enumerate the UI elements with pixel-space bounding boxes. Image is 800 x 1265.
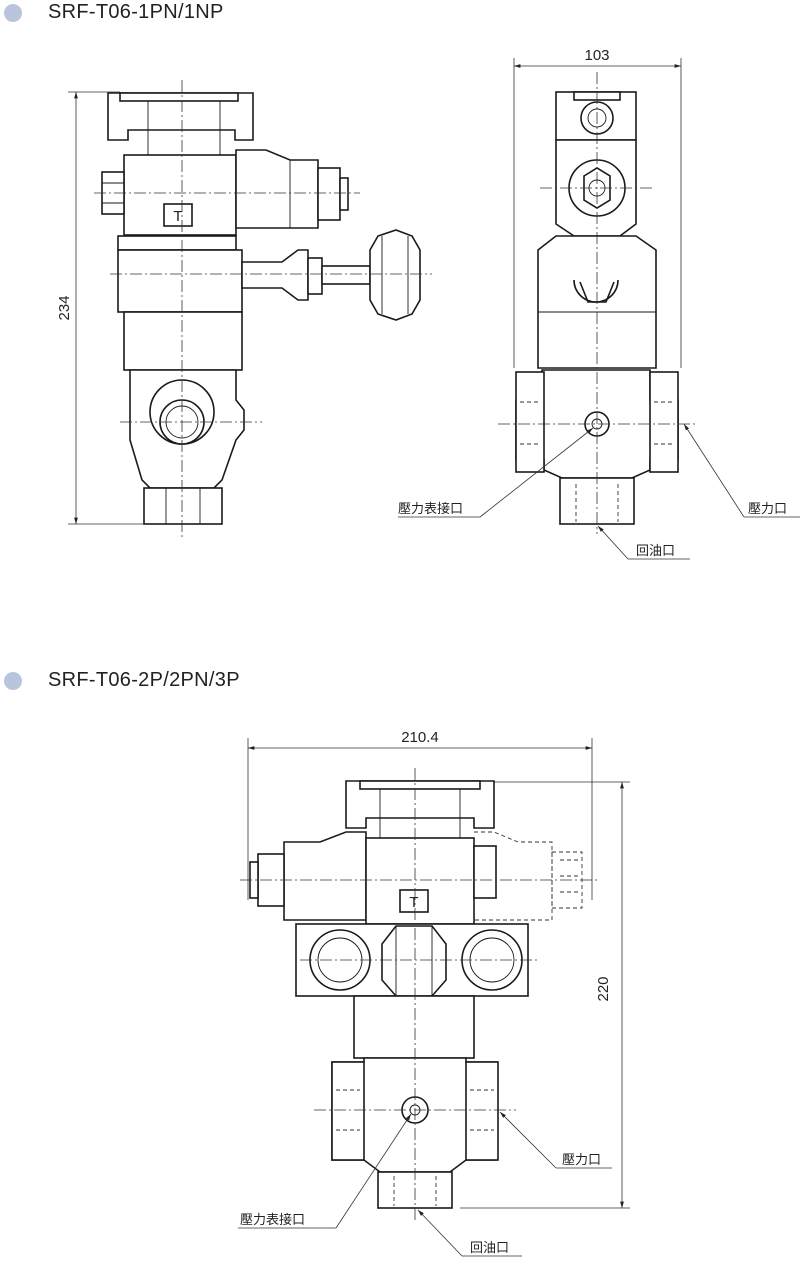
section-header-2: SRF-T06-2P/2PN/3P: [0, 669, 240, 692]
label-return-port-2: 回油口: [470, 1241, 509, 1256]
dimension-103: 103: [584, 47, 609, 64]
dimension-234: 234: [56, 295, 73, 320]
bottom-fitting: [143, 487, 223, 525]
section-title-2: SRF-T06-2P/2PN/3P: [48, 669, 240, 691]
bullet-icon: [4, 671, 22, 690]
diagram1-side-view: 234 T: [56, 80, 432, 540]
label-pressure-port: 壓力口: [748, 502, 787, 517]
label-gauge-port-2: 壓力表接口: [240, 1212, 305, 1228]
top-bracket-2: [345, 780, 495, 829]
solenoid-mark: T: [173, 208, 182, 225]
solenoid-mark-box: [163, 203, 193, 227]
dimension-220: 220: [595, 976, 612, 1001]
bullet-icon: [4, 3, 22, 22]
label-return-port: 回油口: [636, 544, 675, 559]
dimension-210-4: 210.4: [401, 729, 439, 746]
diagram2-view: 210.4 220 T: [238, 729, 630, 1257]
top-bracket: [107, 92, 254, 141]
section-header-1: SRF-T06-1PN/1NP: [0, 1, 224, 24]
section-title-1: SRF-T06-1PN/1NP: [48, 1, 224, 23]
valve-body: [117, 249, 243, 313]
diagram1-front-view: 103: [398, 47, 800, 560]
label-pressure-port-2: 壓力口: [562, 1153, 601, 1168]
label-gauge-port: 壓力表接口: [398, 501, 463, 517]
solenoid-mark-2: T: [409, 894, 418, 911]
handwheel: [369, 229, 421, 321]
